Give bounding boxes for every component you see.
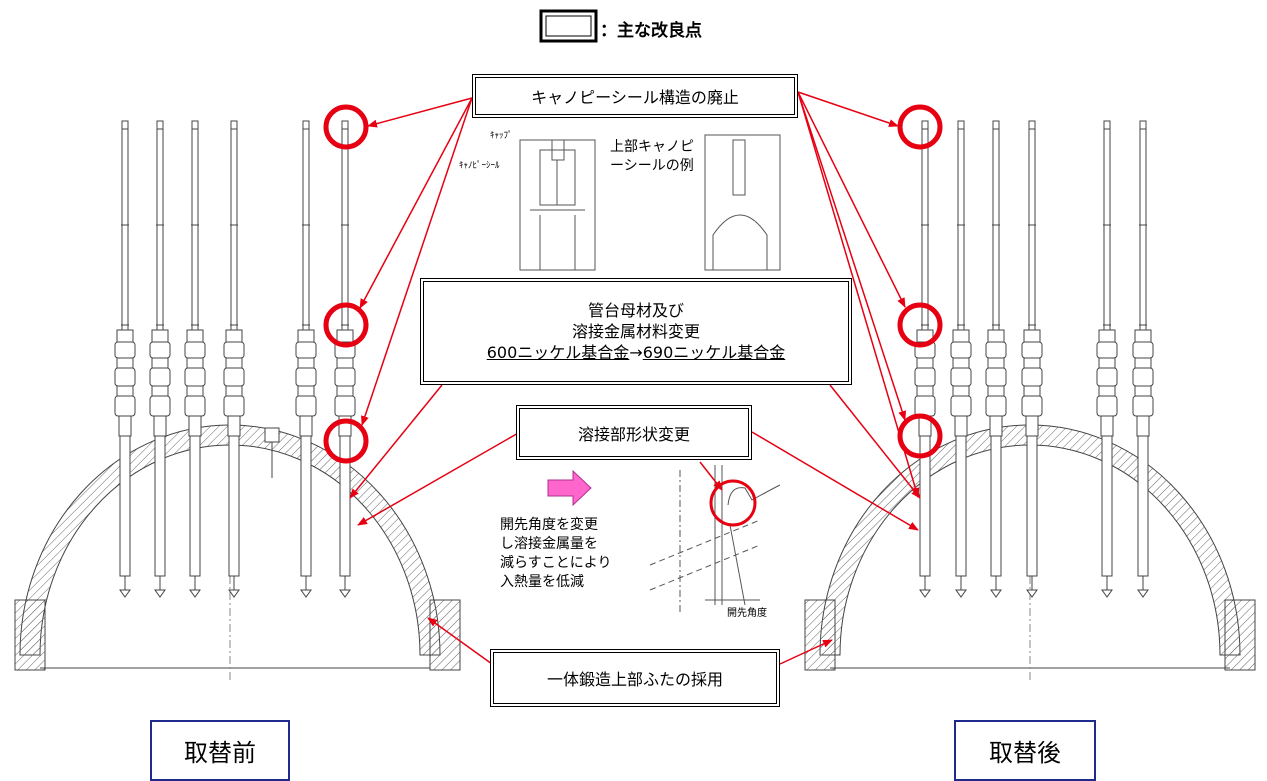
material-arrow: → — [629, 343, 643, 362]
bevel-note-line-4: 入熱量を低減 — [500, 574, 584, 590]
bevel-note-line-3: 減らすことにより — [500, 555, 612, 571]
highlight-circle — [897, 302, 943, 348]
highlight-circle — [323, 104, 369, 150]
bevel-note-line-1: 開先角度を変更 — [500, 517, 598, 533]
left-vessel-head — [14, 400, 461, 680]
left-nozzles — [114, 120, 356, 598]
highlight-circle — [897, 104, 943, 150]
callout-forged-head: 一体鍛造上部ふたの採用 — [490, 649, 780, 707]
right-vessel-head — [804, 400, 1256, 680]
material-line-3: 600ニッケル基合金→690ニッケル基合金 — [487, 342, 786, 363]
bevel-angle-label: 開先角度 — [727, 608, 767, 619]
material-line-2: 溶接金属材料変更 — [571, 322, 700, 341]
callout-arrows — [349, 91, 921, 665]
callout-canopy-removal: キャノピーシール構造の廃止 — [472, 74, 798, 118]
callout-forged-text: 一体鍛造上部ふたの採用 — [546, 670, 723, 689]
highlight-circle — [709, 479, 757, 527]
example-line-2: ーシールの例 — [610, 158, 694, 174]
caption-before: 取替前 — [150, 720, 290, 781]
callout-canopy-text: キャノピーシール構造の廃止 — [531, 88, 739, 107]
cap-label: ｷｬｯﾌﾟ — [490, 131, 513, 141]
material-to: 690ニッケル基合金 — [642, 343, 786, 362]
callout-weld-text: 溶接部形状変更 — [577, 424, 690, 444]
canopy-seal-label: ｷｬﾉﾋﾟｰｼｰﾙ — [459, 161, 500, 171]
weld-groove-detail — [649, 465, 781, 615]
canopy-seal-detail — [519, 134, 781, 271]
highlight-circle — [323, 418, 369, 464]
pink-arrow-weld — [547, 469, 592, 507]
legend-label: ：主な改良点 — [600, 21, 702, 41]
example-label: 上部キャノピ ーシールの例 — [610, 138, 694, 176]
caption-after-text: 取替後 — [989, 739, 1061, 767]
right-nozzles — [914, 120, 1154, 598]
highlight-circle — [323, 302, 369, 348]
caption-before-text: 取替前 — [184, 739, 256, 767]
material-line-1: 管台母材及び — [587, 301, 684, 320]
callout-material-change: 管台母材及び 溶接金属材料変更 600ニッケル基合金→690ニッケル基合金 — [420, 278, 852, 385]
callout-weld-shape: 溶接部形状変更 — [516, 405, 752, 460]
material-from: 600ニッケル基合金 — [486, 343, 630, 362]
caption-after: 取替後 — [954, 720, 1096, 781]
bevel-note: 開先角度を変更 し溶接金属量を 減らすことにより 入熱量を低減 — [500, 516, 611, 592]
example-line-1: 上部キャノピ — [610, 139, 694, 155]
bevel-note-line-2: し溶接金属量を — [500, 536, 598, 552]
